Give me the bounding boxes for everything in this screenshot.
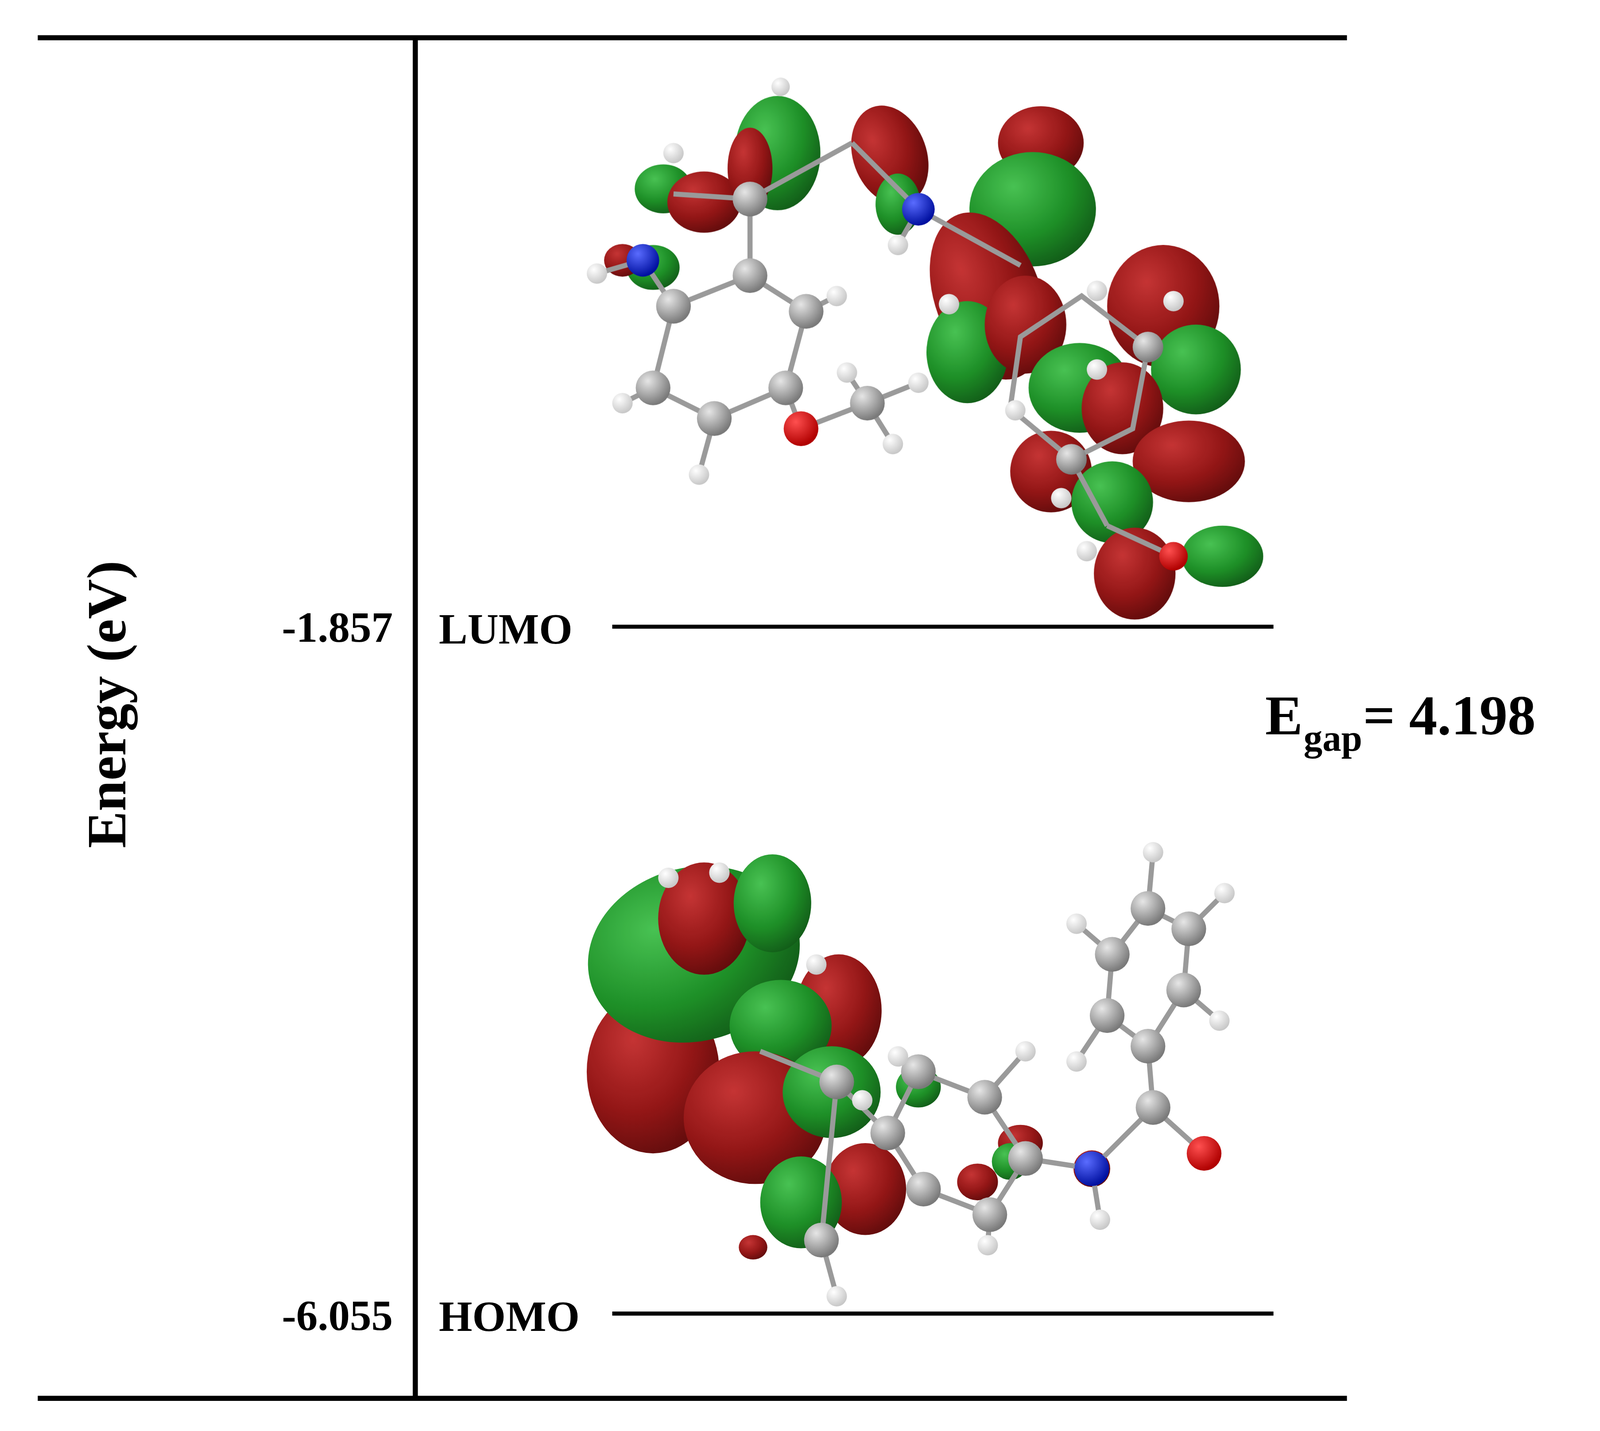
homo-lobes (567, 842, 1111, 1260)
energy-value: -1.857 (281, 605, 393, 649)
gap-subscript: gap (1303, 719, 1363, 757)
level-label: LUMO (438, 607, 573, 651)
energy-value: -6.055 (281, 1293, 393, 1337)
lumo-molecule (586, 77, 1188, 571)
gap-symbol: E (1265, 687, 1303, 744)
level-label: HOMO (438, 1294, 580, 1338)
lumo-lobes (604, 94, 1264, 620)
lumo-level (612, 624, 1274, 629)
gap-value: = 4.198 (1363, 687, 1536, 744)
axis-title: Energy (eV) (79, 560, 136, 848)
homo-molecule (658, 841, 1235, 1307)
frame-lines (37, 37, 1347, 1399)
homo-level (612, 1311, 1274, 1316)
